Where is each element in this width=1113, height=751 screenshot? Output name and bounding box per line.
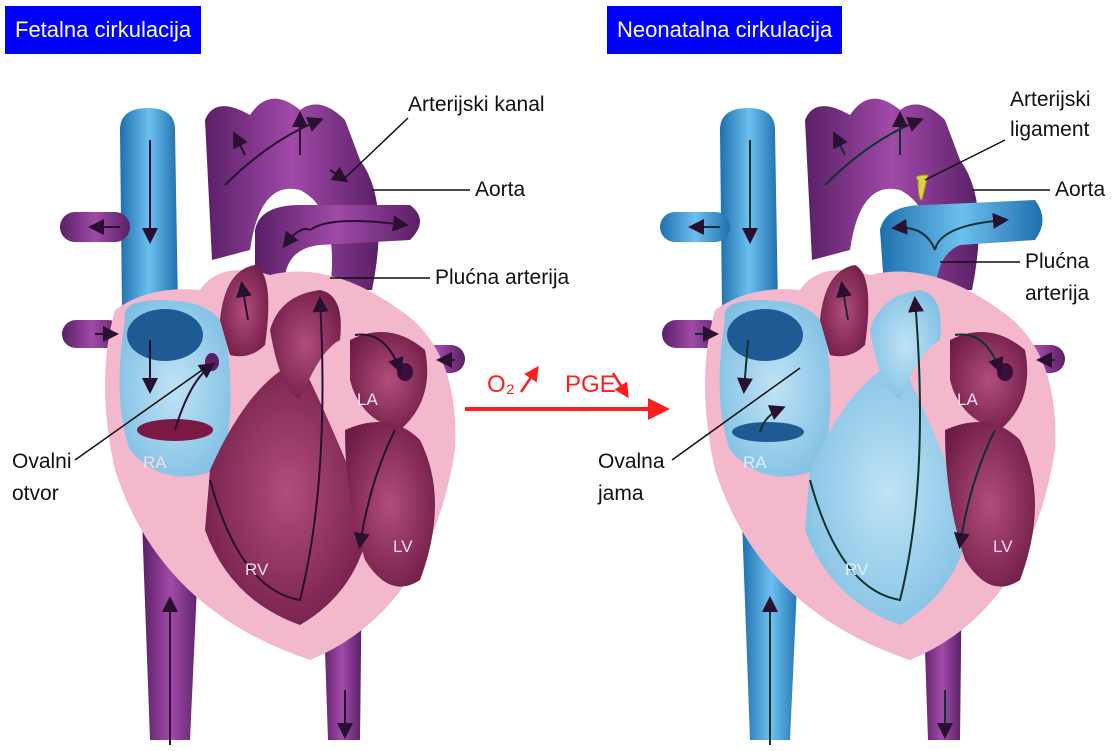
pge-label: PGE [565, 371, 616, 398]
fetal-ductus-label: Arterijski kanal [408, 93, 545, 116]
fetal-svc-opening [127, 309, 203, 361]
neonatal-heart: RA RV LA LV Arterijski ligament Aorta Pl… [597, 88, 1106, 745]
fetal-heart: RA RV LA LV Arterijski kanal Aorta Plućn… [12, 93, 570, 745]
neonatal-ligament-label-2: ligament [1010, 118, 1090, 141]
fetal-aorta-label: Aorta [475, 178, 526, 201]
neonatal-svc-opening [727, 309, 803, 361]
fetal-lv-label: LV [393, 537, 413, 556]
fetal-foramen-label-1: Ovalni [12, 450, 72, 473]
fetal-ra-label: RA [143, 453, 167, 472]
o2-label: O₂ [487, 371, 515, 398]
o2-up-arrow [521, 370, 536, 392]
fetal-aorta [205, 99, 379, 290]
fetal-pulmonary-label: Plućna arterija [435, 266, 570, 289]
fetal-foramen-label-2: otvor [12, 482, 59, 505]
fetal-la-label: LA [357, 390, 378, 409]
neonatal-aorta-label: Aorta [1055, 178, 1106, 201]
fetal-rv-label: RV [245, 560, 269, 579]
neonatal-fossa-label-1: Ovalna [598, 450, 665, 473]
neonatal-la-label: LA [957, 390, 978, 409]
transition-arrowhead [648, 398, 670, 420]
neonatal-ligament-label-1: Arterijski [1010, 88, 1091, 111]
neonatal-ivc-opening [732, 422, 804, 442]
neonatal-pulmonary-label-1: Plućna [1025, 250, 1090, 273]
transition: O₂ PGE [465, 370, 670, 420]
neonatal-rv-label: RV [845, 560, 869, 579]
neonatal-fossa-label-2: jama [597, 482, 644, 505]
neonatal-pulmonary-label-2: arterija [1025, 282, 1090, 305]
neonatal-lv-label: LV [993, 537, 1013, 556]
neonatal-ra-label: RA [743, 453, 767, 472]
